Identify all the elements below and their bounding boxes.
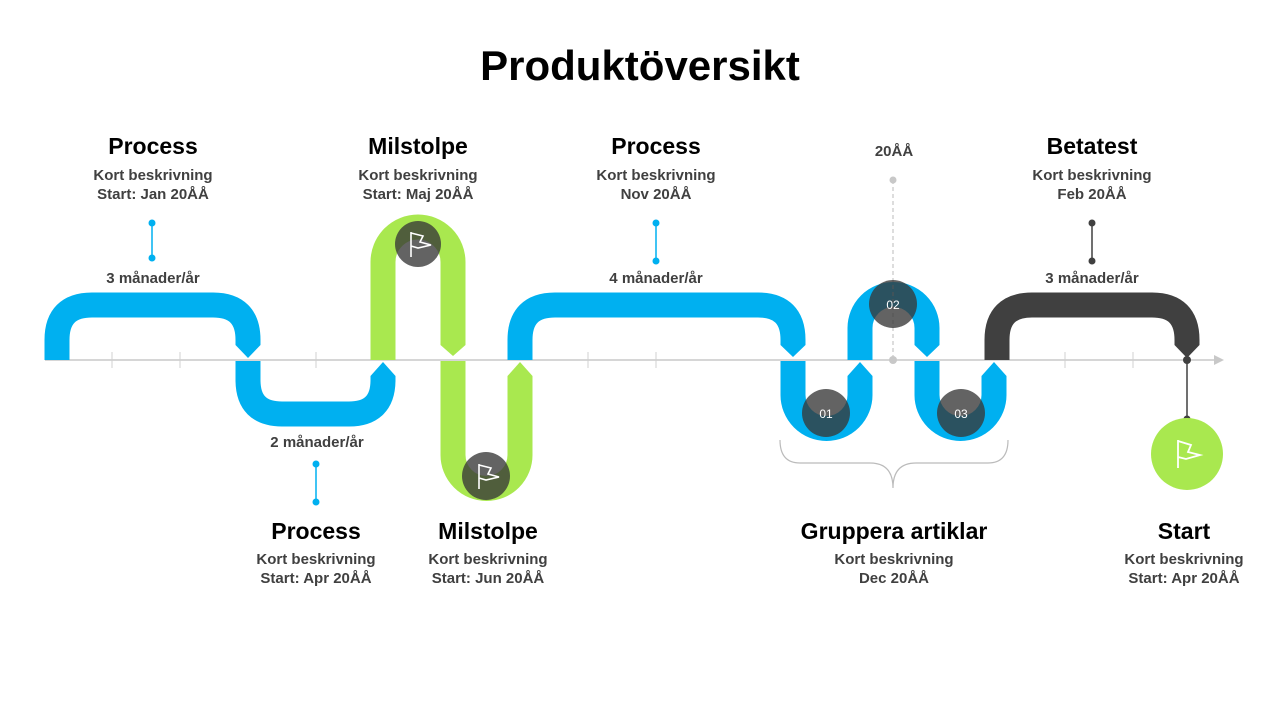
item-03-marker xyxy=(937,389,985,437)
heading-milestone-2: Milstolpe xyxy=(438,518,538,544)
date: Start: Jun 20ÅÅ xyxy=(431,570,545,587)
date: Nov 20ÅÅ xyxy=(620,186,692,203)
connector-year xyxy=(889,176,897,364)
segment-process-2 xyxy=(235,361,396,427)
milestone-2-marker xyxy=(462,452,510,500)
segment-betatest xyxy=(984,292,1200,360)
item-02-marker xyxy=(869,280,917,328)
item-01-marker xyxy=(802,389,850,437)
connector-process-1 xyxy=(148,219,156,262)
connector-process-3 xyxy=(652,219,660,265)
start-marker xyxy=(1151,418,1223,490)
connector-process-2 xyxy=(312,460,320,506)
heading-start: Start xyxy=(1157,518,1211,544)
duration-process-1: 3 månader/år xyxy=(106,270,200,287)
flag-icon xyxy=(410,232,432,257)
date: Start: Maj 20ÅÅ xyxy=(362,186,474,203)
item-01-label: 01 xyxy=(819,407,833,421)
item-02-label: 02 xyxy=(886,298,900,312)
heading-process-1: Process xyxy=(108,133,198,159)
connector-betatest xyxy=(1088,219,1096,265)
year-label: 20ÅÅ xyxy=(874,143,914,160)
date: Start: Jan 20ÅÅ xyxy=(97,186,209,203)
desc: Kort beskrivning xyxy=(834,551,954,568)
heading-milestone-1: Milstolpe xyxy=(368,133,468,159)
group-brace xyxy=(779,439,1009,489)
heading-group-items: Gruppera artiklar xyxy=(800,518,988,544)
page-title: Produktöversikt xyxy=(480,42,800,89)
heading-betatest: Betatest xyxy=(1046,133,1138,159)
date: Start: Apr 20ÅÅ xyxy=(1128,570,1240,587)
date: Dec 20ÅÅ xyxy=(858,570,930,587)
axis-ticks xyxy=(111,352,1134,368)
flag-icon xyxy=(478,464,500,489)
desc: Kort beskrivning xyxy=(358,167,478,184)
desc: Kort beskrivning xyxy=(1124,551,1244,568)
date: Start: Apr 20ÅÅ xyxy=(260,570,372,587)
segment-process-3 xyxy=(507,292,806,360)
date: Feb 20ÅÅ xyxy=(1057,186,1127,203)
duration-process-3: 4 månader/år xyxy=(609,270,703,287)
axis-arrow xyxy=(1214,355,1224,365)
segment-process-1 xyxy=(44,292,261,360)
item-03-label: 03 xyxy=(954,407,968,421)
heading-process-3: Process xyxy=(611,133,701,159)
desc: Kort beskrivning xyxy=(428,551,548,568)
duration-betatest: 3 månader/år xyxy=(1045,270,1139,287)
heading-process-2: Process xyxy=(271,518,361,544)
desc: Kort beskrivning xyxy=(256,551,376,568)
duration-process-2: 2 månader/år xyxy=(270,434,364,451)
desc: Kort beskrivning xyxy=(1032,167,1152,184)
desc: Kort beskrivning xyxy=(93,167,213,184)
milestone-1-marker xyxy=(395,221,441,267)
desc: Kort beskrivning xyxy=(596,167,716,184)
connector-start xyxy=(1183,356,1191,423)
flag-icon xyxy=(1177,440,1204,468)
